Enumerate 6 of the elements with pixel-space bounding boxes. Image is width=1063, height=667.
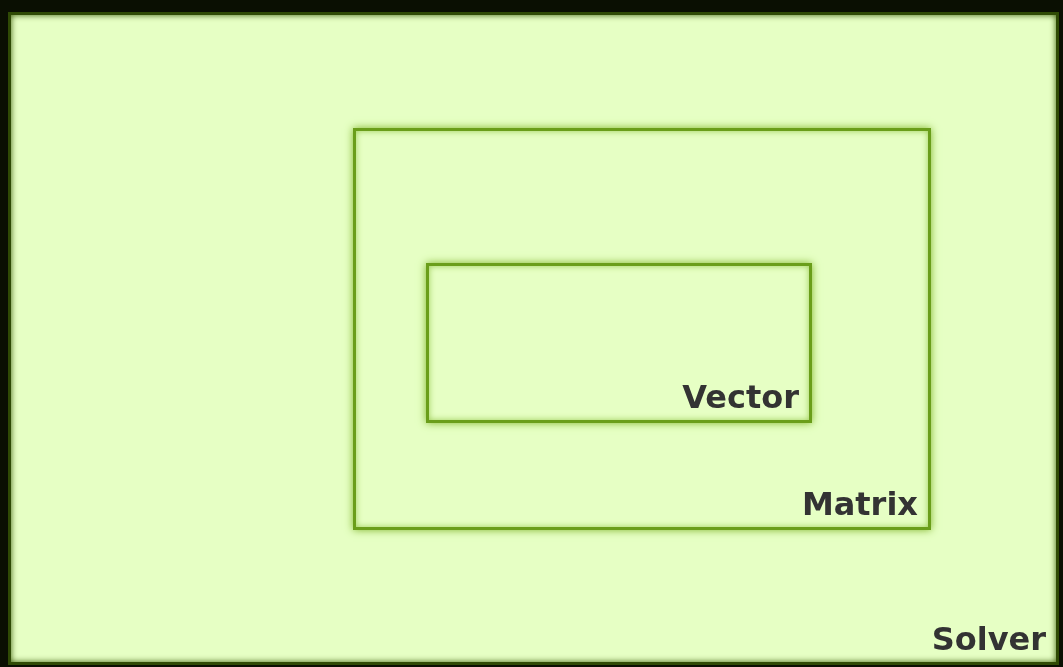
nested-box — [426, 263, 812, 423]
nested-box — [8, 12, 1059, 665]
box-label: Matrix — [801, 485, 918, 523]
box-label: Solver — [931, 620, 1046, 658]
nested-box — [353, 128, 931, 530]
box-label: Vector — [682, 378, 799, 416]
